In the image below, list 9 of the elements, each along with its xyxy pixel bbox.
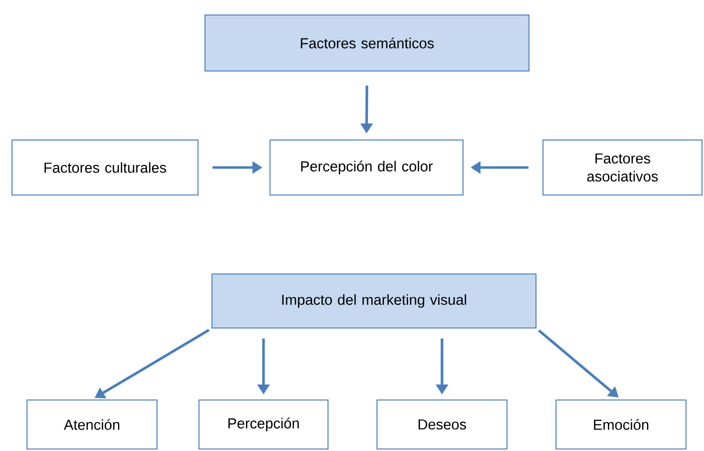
process-box: Factores asociativos bbox=[542, 140, 702, 196]
process-box: Deseos bbox=[376, 400, 508, 450]
process-box: Emoción bbox=[556, 400, 686, 450]
process-box: Factores culturales bbox=[12, 140, 198, 196]
process-box: Impacto del marketing visual bbox=[212, 274, 536, 328]
process-box: Percepción bbox=[198, 400, 328, 450]
process-box: Factores semánticos bbox=[204, 14, 530, 72]
process-box: Atención bbox=[26, 400, 158, 450]
process-box: Percepción del color bbox=[270, 140, 464, 196]
